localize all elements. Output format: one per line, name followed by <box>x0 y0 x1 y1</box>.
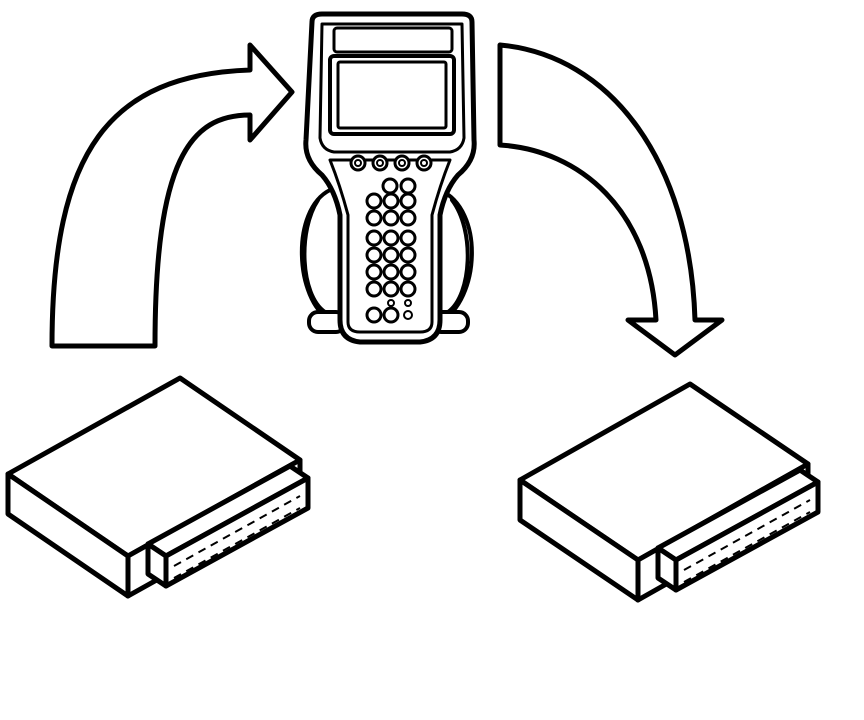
target-module-icon <box>517 381 821 603</box>
keypad <box>365 177 417 324</box>
download-arrow-icon <box>497 42 725 358</box>
upload-arrow-icon <box>49 42 295 349</box>
function-keys <box>349 154 433 172</box>
scan-tool-icon <box>299 11 477 345</box>
source-module-icon <box>5 375 311 599</box>
